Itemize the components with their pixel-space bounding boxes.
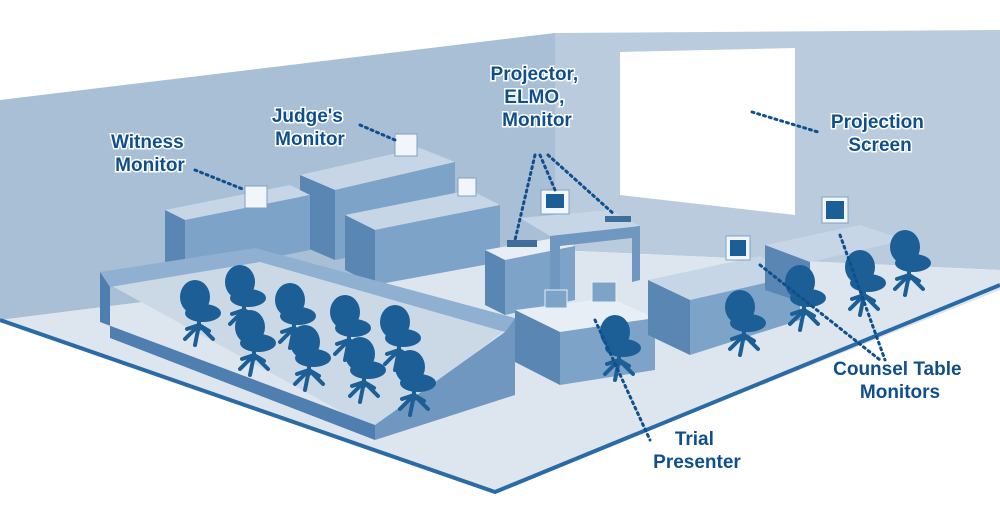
elmo-device [507,240,537,247]
chairs [180,230,931,417]
counsel-leader-1 [758,263,882,362]
projection-screen [620,48,795,215]
projector-elmo-monitor-label: Projector, ELMO, Monitor [491,64,584,131]
chair-icon [395,350,436,417]
projector-device [605,216,631,222]
chair-icon [725,290,766,357]
counsel-monitor-2-screen [826,201,844,219]
chair-icon [345,337,386,404]
projector-monitor-screen [546,194,564,208]
projector-leader-3 [546,153,617,217]
clerk-desk-top [345,190,500,230]
chair-icon [890,230,931,297]
clerk-desk-front [345,215,375,285]
screen-leader [750,110,820,134]
jury-box-front-wall [100,272,375,440]
projector-leader-1 [513,153,537,242]
trial-presenter-label: Trial Presenter [653,429,741,473]
jury-box-back-wall [100,248,515,332]
judge-bench-top [300,148,455,190]
witness-monitor [244,185,268,209]
projector-leader-2 [538,153,557,192]
chair-icon [290,325,331,392]
witness-box-front [165,210,185,275]
elmo-table-side [485,250,505,315]
presenter-monitor-2 [591,281,617,303]
counsel-leader-2 [838,233,887,362]
floor-edge [0,283,1000,495]
projection-screen-label: Projection Screen [831,112,929,156]
presenter-leader [593,318,652,442]
judges-leader [358,123,397,142]
witness-monitor-label: Witness Monitor [111,132,189,176]
clerk-monitor [457,177,477,197]
counsel-table-2-top [765,225,905,262]
chair-icon [180,280,221,347]
counsel-table-1-front [648,280,690,355]
chair-icon [600,315,641,382]
projector-table-front [550,226,640,292]
counsel-monitor-1-screen [730,240,746,256]
presenter-desk-front [515,310,560,385]
judges-monitor [394,133,418,157]
clerk-desk-side [375,205,500,285]
chair-icon [845,250,886,317]
chair-icon [235,310,276,377]
judges-monitor-label: Judge's Monitor [272,106,348,150]
presenter-monitor-1 [544,289,568,309]
witness-leader [193,168,247,192]
counsel-table-monitors-label: Counsel Table Monitors [833,359,967,403]
witness-box-top [165,185,310,220]
